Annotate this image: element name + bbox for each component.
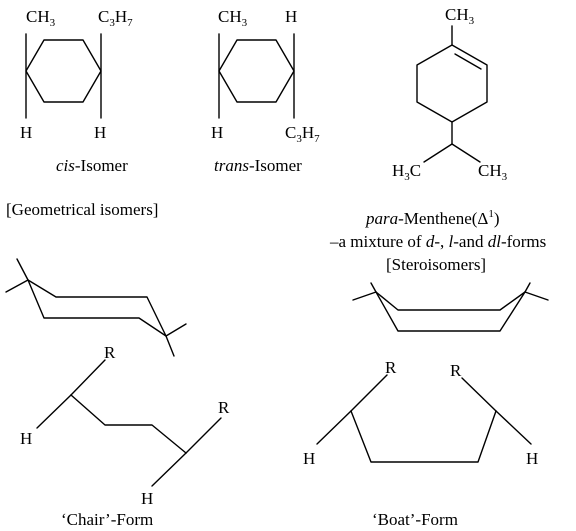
boat-r-right: R — [450, 361, 462, 380]
menthene-right-methyl-bond — [451, 143, 481, 163]
geometrical-isomers-label: [Geometrical isomers] — [6, 200, 158, 219]
boat-r-bond-right — [461, 377, 497, 412]
chair-skeleton — [5, 258, 187, 357]
menthene-ring — [416, 44, 488, 123]
trans-top-left-group: CH3 — [218, 7, 248, 29]
boat-right-bond-2 — [524, 282, 531, 293]
menthene-mixture-line: –a mixture of d-, l-and dl-forms — [329, 232, 546, 251]
cis-isomer: CH3 C3H7 H H cis-Isomer — [20, 7, 133, 175]
boat-caption: ‘Boat’-Form — [372, 510, 458, 529]
chair-ring-bottom — [27, 279, 167, 337]
boat-skeleton — [352, 282, 549, 332]
boat-form: R R H H ‘Boat’-Form — [303, 358, 538, 529]
boat-h-right: H — [526, 449, 538, 468]
boat-right-bond-1 — [524, 291, 549, 301]
chair-caption: ‘Chair’-Form — [61, 510, 153, 529]
trans-top-right-h: H — [285, 7, 297, 26]
chair-h-bond-bottom — [151, 452, 187, 487]
cis-bottom-right-h: H — [94, 123, 106, 142]
chair-r-bond-top — [70, 359, 106, 396]
boat-r-left: R — [385, 358, 397, 377]
cis-bottom-left-h: H — [20, 123, 32, 142]
boat-r-bond-left — [350, 374, 388, 412]
cis-top-right-group: C3H7 — [98, 7, 133, 29]
chair-form-chain — [70, 394, 187, 454]
menthene-double-bond — [454, 53, 482, 70]
boat-h-left: H — [303, 449, 315, 468]
boat-left-bond-1 — [352, 291, 377, 301]
boat-form-chain — [350, 410, 497, 463]
trans-caption: trans-Isomer — [214, 156, 302, 175]
menthene-top-methyl: CH3 — [445, 5, 475, 27]
chair-ring-top — [27, 279, 167, 337]
chair-form: R R H H ‘Chair’-Form — [20, 343, 230, 529]
chair-r-right: R — [218, 398, 230, 417]
boat-ring-top — [375, 291, 526, 311]
chair-r-bond-right — [185, 417, 222, 454]
boat-left-bond-2 — [370, 282, 377, 293]
menthene-caption: para-Menthene(Δ1) — [365, 208, 500, 228]
para-menthene: CH3 H3C CH3 para-Menthene(Δ1) –a mixture… — [329, 5, 546, 274]
trans-isomer: CH3 H H C3H7 trans-Isomer — [211, 7, 320, 175]
boat-h-bond-right — [495, 410, 532, 445]
chair-h-bottom: H — [141, 489, 153, 508]
cis-cyclohexane-ring — [25, 39, 102, 103]
trans-bottom-left-h: H — [211, 123, 223, 142]
chair-r-top: R — [104, 343, 116, 362]
menthene-right-methyl: CH3 — [478, 161, 508, 183]
chair-h-left: H — [20, 429, 32, 448]
chair-left-equatorial-bond — [16, 258, 29, 281]
boat-h-bond-left — [316, 410, 352, 445]
stereoisomers-label: [Steroisomers] — [386, 255, 486, 274]
menthene-left-methyl: H3C — [392, 161, 421, 183]
boat-ring-bottom — [375, 291, 526, 332]
cis-top-left-group: CH3 — [26, 7, 56, 29]
trans-bottom-right-group: C3H7 — [285, 123, 320, 145]
menthene-left-methyl-bond — [423, 143, 453, 163]
cis-caption: cis-Isomer — [56, 156, 128, 175]
chair-h-bond-left — [36, 394, 72, 429]
chair-left-axial-bond — [5, 279, 29, 293]
chair-right-equatorial-bond — [165, 323, 187, 337]
trans-cyclohexane-ring — [218, 39, 295, 103]
chair-right-axial-bond — [165, 335, 175, 357]
